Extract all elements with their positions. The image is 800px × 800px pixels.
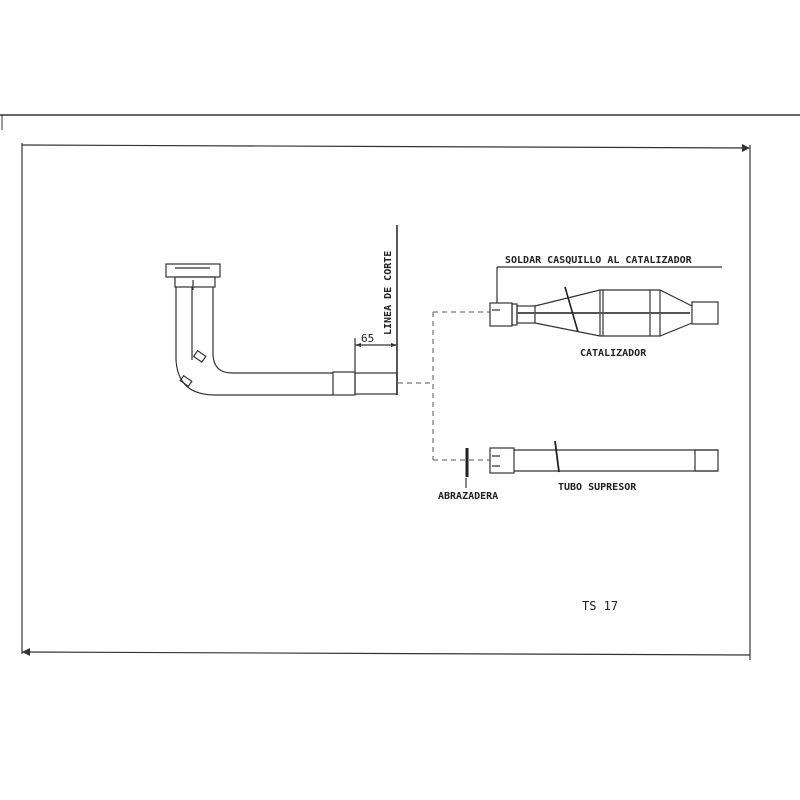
catalyst: SOLDAR CASQUILLO AL CATALIZADOR CATALIZA… (489, 255, 722, 359)
catalyst-label: CATALIZADOR (580, 348, 647, 359)
sheet-code: TS 17 (582, 599, 618, 613)
front-pipe (165, 263, 398, 396)
dimension-65: 65 (354, 332, 397, 372)
cut-line-label: LINEA DE CORTE (383, 251, 394, 335)
dimension-label: 65 (361, 332, 374, 345)
connection-lines (398, 311, 490, 461)
clamp-label: ABRAZADERA (438, 491, 498, 502)
suppressor-tube: ABRAZADERA TUBO SUPRESOR (438, 440, 719, 502)
suppressor-tube-label: TUBO SUPRESOR (558, 482, 637, 493)
cut-line: LINEA DE CORTE (383, 225, 398, 395)
sheet-frame (0, 114, 800, 660)
weld-note-label: SOLDAR CASQUILLO AL CATALIZADOR (505, 255, 693, 266)
